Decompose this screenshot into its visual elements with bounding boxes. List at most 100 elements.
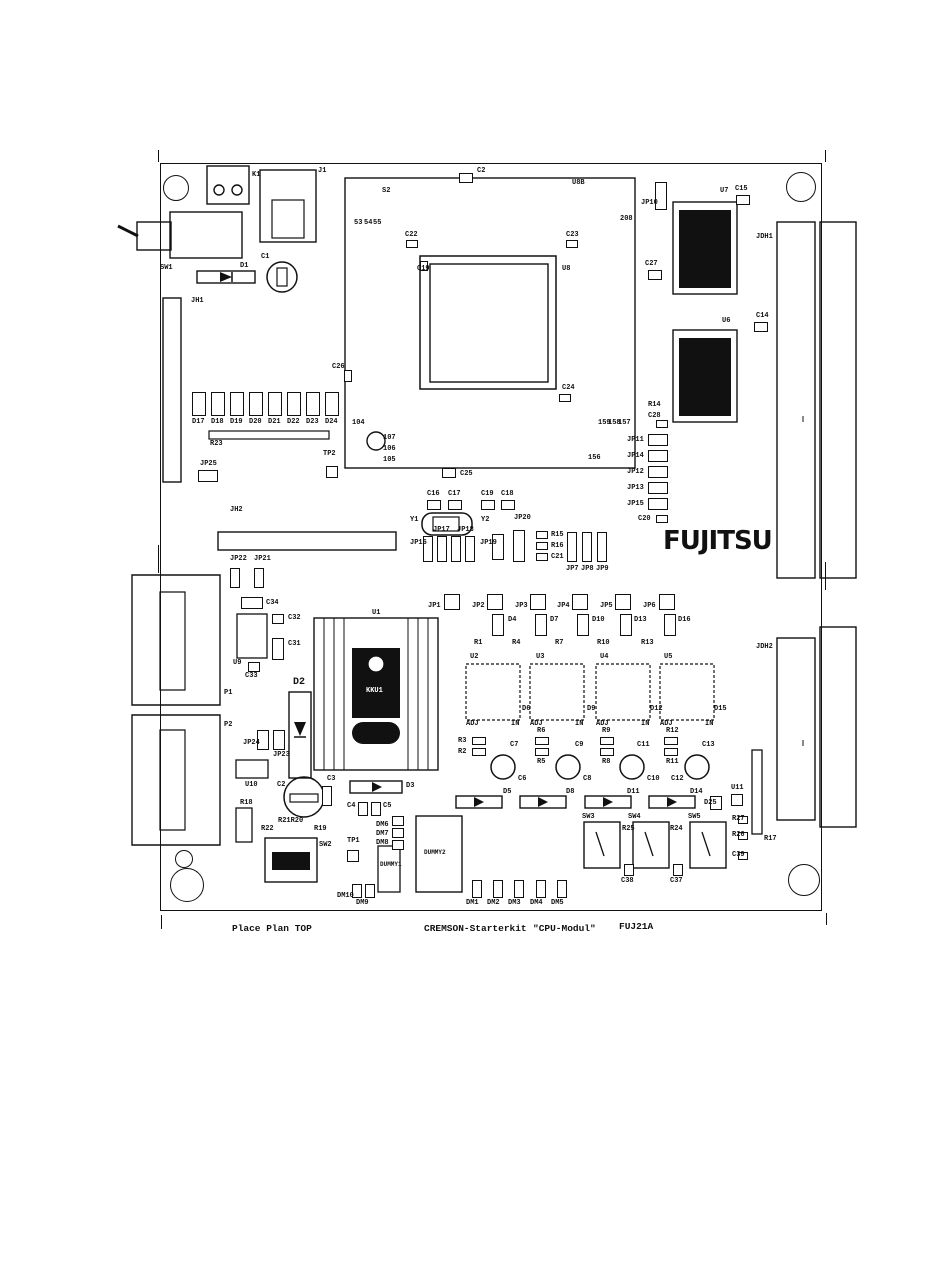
led-d17: [192, 392, 206, 416]
pad-c22: [406, 240, 418, 248]
footer-place-plan: Place Plan TOP: [232, 923, 312, 934]
label-p159: 159: [598, 419, 611, 427]
label-r14: R14: [648, 401, 661, 409]
label-c10: C10: [647, 775, 660, 783]
pad-jp15: [648, 498, 668, 510]
pad-d10: [577, 614, 589, 636]
label-jp11: JP11: [627, 436, 644, 444]
pad-dm8: [392, 840, 404, 850]
label-c14: C14: [756, 312, 769, 320]
pad-jp25: [198, 470, 218, 482]
label-r2: R2: [458, 748, 467, 756]
label-r6: R6: [537, 727, 546, 735]
pad-jp13: [648, 482, 668, 494]
label-c28: C28: [648, 412, 661, 420]
label-jp21: JP21: [254, 555, 271, 563]
label-p106: 106: [383, 445, 396, 453]
label-d18: D18: [211, 418, 224, 426]
label-p105: 105: [383, 456, 396, 464]
pad-r27: [738, 816, 748, 824]
label-jp1: JP1: [428, 602, 441, 610]
mounting-hole-bottom-right: [788, 864, 820, 896]
pad-d16: [664, 614, 676, 636]
label-jh1: JH1: [191, 297, 204, 305]
label-r13: R13: [641, 639, 654, 647]
label-dummy1: DUMMY1: [380, 861, 402, 868]
label-p1: P1: [224, 689, 233, 697]
pad-c20: [656, 515, 668, 523]
pad-jp24: [257, 730, 269, 750]
label-p208: 208: [620, 215, 633, 223]
label-c9: C9: [575, 741, 584, 749]
label-c26: C26: [332, 363, 345, 371]
label-adj-u4: ADJ: [596, 720, 609, 728]
pad-c5: [371, 802, 381, 816]
pad-c25: [442, 468, 456, 478]
label-adj-u2: ADJ: [466, 720, 479, 728]
label-dm3: DM3: [508, 899, 521, 907]
pad-r5: [535, 748, 549, 756]
pad-dm3: [514, 880, 524, 898]
label-d24: D24: [325, 418, 338, 426]
pad-c31: [272, 638, 284, 660]
pad-c32: [272, 614, 284, 624]
label-adj-u5: ADJ: [660, 720, 673, 728]
label-jp9: JP9: [596, 565, 609, 573]
pad-r6: [535, 737, 549, 745]
label-c7: C7: [510, 741, 519, 749]
label-c20: C20: [638, 515, 651, 523]
pad-jp17: [437, 536, 447, 562]
label-jp13: JP13: [627, 484, 644, 492]
pad-c19: [420, 261, 428, 271]
label-u3: U3: [536, 653, 545, 661]
label-p2: P2: [224, 721, 233, 729]
label-c13: C13: [702, 741, 715, 749]
label-jp17: JP17: [433, 526, 450, 534]
label-r27: R27: [732, 815, 745, 823]
label-d21: D21: [268, 418, 281, 426]
label-dm6: DM6: [376, 821, 389, 829]
label-c19: C19: [481, 490, 494, 498]
pad-c15: [736, 195, 750, 205]
label-jp20: JP20: [514, 514, 531, 522]
label-tp2: TP2: [323, 450, 336, 458]
pad-r26: [738, 832, 748, 840]
footer-code: FUJ21A: [619, 921, 654, 932]
pad-c18: [501, 500, 515, 510]
label-d12: D12: [650, 705, 663, 713]
pad-jp16: [423, 536, 433, 562]
label-c15: C15: [735, 185, 748, 193]
label-in-u4: IN: [641, 720, 650, 728]
pad-r16: [536, 542, 548, 550]
label-dm5: DM5: [551, 899, 564, 907]
brand-logo: FUJITSU: [663, 526, 773, 556]
label-r12: R12: [666, 727, 679, 735]
label-u11: U11: [731, 784, 744, 792]
pad-r9: [600, 737, 614, 745]
label-jp12: JP12: [627, 468, 644, 476]
crop-mark-left-vert: [158, 545, 160, 573]
label-jp10: JP10: [641, 199, 658, 207]
footer-module: "CPU-Modul": [533, 923, 596, 934]
label-d25: D25: [704, 799, 717, 807]
label-c32: C32: [288, 614, 301, 622]
label-in-u3: IN: [575, 720, 584, 728]
label-u8b: U8B: [572, 179, 585, 187]
label-sw1: SW1: [160, 264, 173, 272]
led-d21: [268, 392, 282, 416]
label-jp7: JP7: [566, 565, 579, 573]
label-dm1: DM1: [466, 899, 479, 907]
label-p55: 55: [373, 219, 382, 227]
label-p158: 158: [608, 419, 621, 427]
label-r15: R15: [551, 531, 564, 539]
label-c11: C11: [637, 741, 650, 749]
pad-dm1: [472, 880, 482, 898]
pad-jp12: [648, 466, 668, 478]
label-c23: C23: [566, 231, 579, 239]
label-c5: C5: [383, 802, 392, 810]
label-r18: R18: [240, 799, 253, 807]
label-r7: R7: [555, 639, 564, 647]
pad-r2: [472, 748, 486, 756]
pad-c38: [624, 864, 634, 876]
label-d7: D7: [550, 616, 559, 624]
